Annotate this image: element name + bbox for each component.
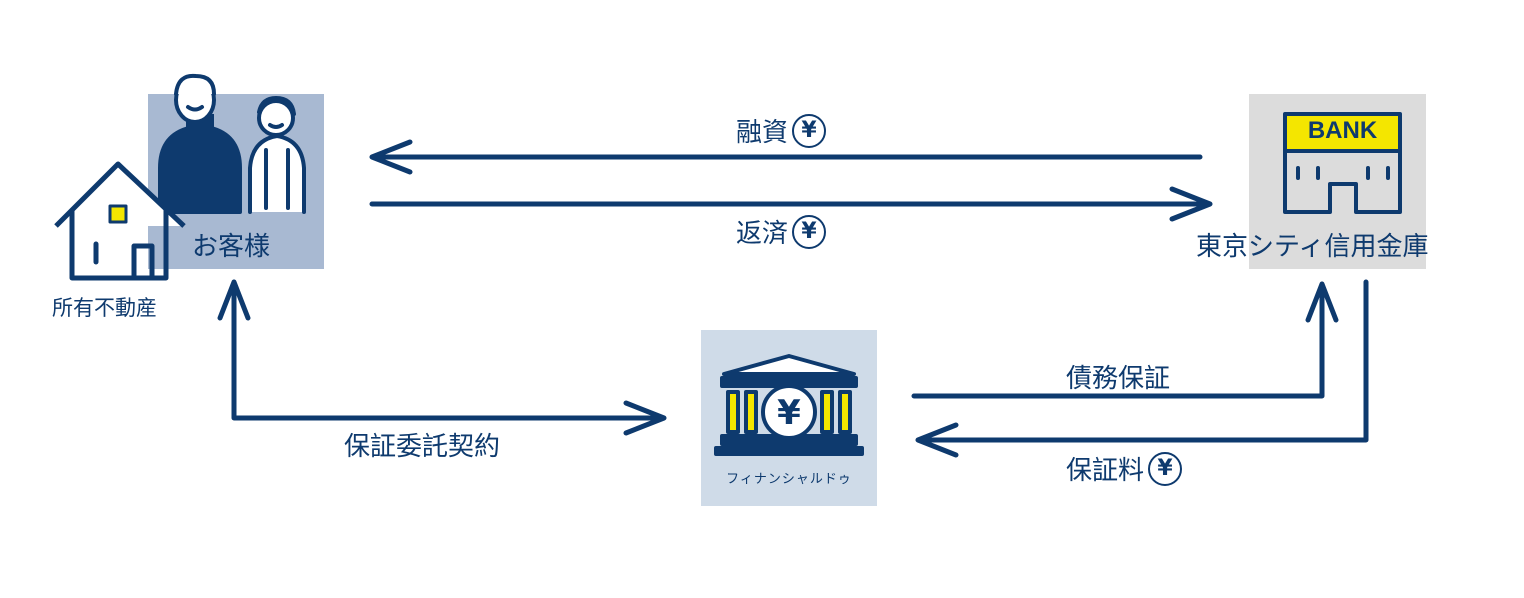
guarantee-fee-flow-label: 保証料 ¥ bbox=[1066, 450, 1183, 487]
customer-label: お客様 bbox=[192, 232, 271, 262]
yen-icon: ¥ bbox=[1148, 451, 1183, 486]
guarantee-fee-text: 保証料 bbox=[1066, 456, 1145, 486]
loan-text: 融資 bbox=[736, 118, 789, 148]
loan-arrow bbox=[369, 139, 1203, 175]
guarantor-label: フィナンシャルドゥ bbox=[726, 472, 852, 487]
yen-symbol-icon: ¥ bbox=[777, 393, 801, 433]
bank-label: 東京シティ信用金庫 bbox=[1196, 232, 1429, 262]
yen-icon: ¥ bbox=[792, 214, 827, 249]
yen-icon: ¥ bbox=[792, 113, 827, 148]
bank-sign: BANK bbox=[1307, 117, 1378, 144]
property-label: 所有不動産 bbox=[52, 296, 157, 320]
guarantee-contract-arrow bbox=[217, 279, 667, 436]
guarantee-fee-arrow bbox=[915, 279, 1369, 458]
repayment-flow-label: 返済 ¥ bbox=[736, 213, 827, 250]
guarantor-building-icon bbox=[714, 354, 864, 456]
guarantee-contract-label: 保証委託契約 bbox=[344, 432, 501, 462]
bank-building-icon bbox=[1283, 112, 1402, 214]
flow-arrows bbox=[217, 139, 1369, 458]
repayment-text: 返済 bbox=[736, 219, 789, 249]
customers-icon bbox=[158, 73, 306, 214]
debt-guarantee-arrow bbox=[911, 281, 1339, 399]
debt-guarantee-label: 債務保証 bbox=[1066, 364, 1171, 394]
house-icon bbox=[54, 161, 186, 281]
repayment-arrow bbox=[369, 186, 1213, 222]
loan-flow-label: 融資 ¥ bbox=[736, 112, 827, 149]
